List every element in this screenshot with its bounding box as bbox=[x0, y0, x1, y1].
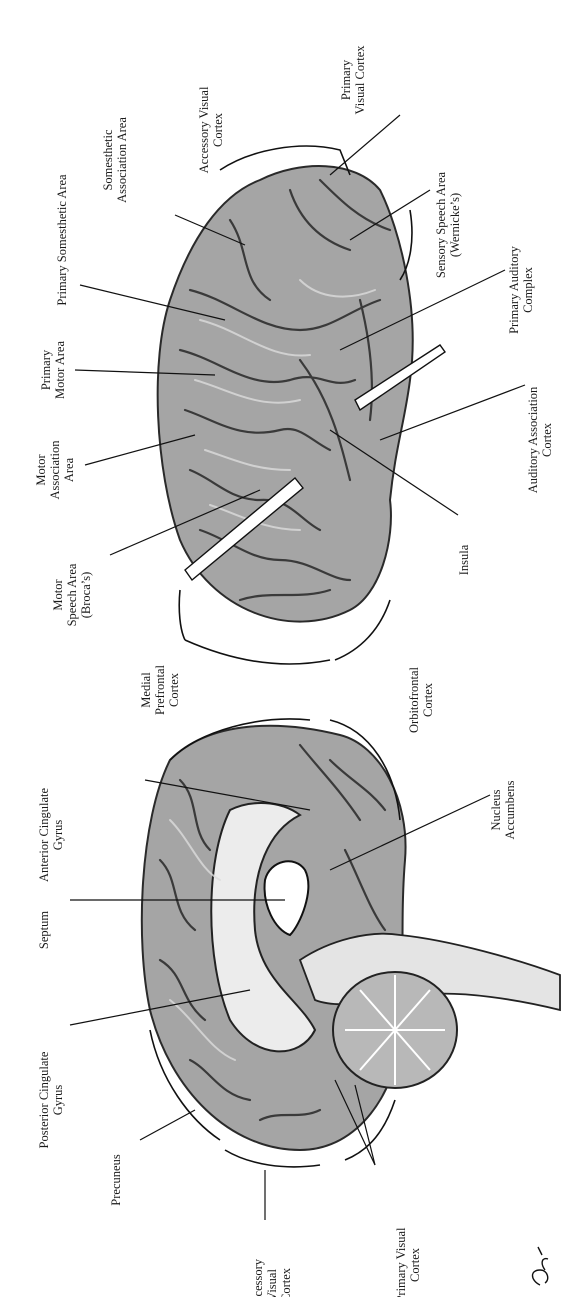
label-medial-prefrontal-cortex: MedialPrefrontalCortex bbox=[139, 664, 181, 715]
label-auditory-association-cortex: Auditory AssociationCortex bbox=[526, 386, 554, 493]
label-insula: Insula bbox=[457, 544, 471, 575]
lateral-brain-view bbox=[158, 166, 445, 622]
label-primary-visual-cortex: PrimaryVisual Cortex bbox=[339, 45, 367, 115]
cerebellum bbox=[333, 972, 457, 1088]
label-primary-visual-cortex-bottom: Primary VisualCortex bbox=[394, 1227, 422, 1297]
label-motor-speech-area: MotorSpeech Area(Broca’s) bbox=[51, 563, 93, 626]
medial-brain-view bbox=[142, 726, 560, 1150]
label-accessory-visual-cortex-top: Accessory VisualCortex bbox=[197, 86, 225, 173]
label-primary-motor-area: PrimaryMotor Area bbox=[39, 341, 67, 399]
label-nucleus-accumbens: NucleusAccumbens bbox=[489, 780, 517, 839]
label-anterior-cingulate-gyrus: Anterior CingulateGyrus bbox=[37, 788, 65, 883]
label-precuneus: Precuneus bbox=[109, 1154, 123, 1206]
artist-signature bbox=[533, 1247, 549, 1285]
label-somesthetic-association-area: SomestheticAssociation Area bbox=[101, 117, 129, 203]
label-motor-association-area: MotorAssociationArea bbox=[34, 440, 76, 500]
label-posterior-cingulate-gyrus: Posterior CingulateGyrus bbox=[37, 1051, 65, 1148]
label-primary-somesthetic-area: Primary Somesthetic Area bbox=[55, 174, 69, 306]
label-accessory-visual-cortex-bottom: AccessoryVisualCortex bbox=[251, 1258, 293, 1297]
label-sensory-speech-area: Sensory Speech Area(Wernicke’s) bbox=[434, 171, 462, 278]
label-orbitofrontal-cortex: OrbitofrontalCortex bbox=[407, 667, 435, 733]
label-septum: Septum bbox=[37, 911, 51, 949]
label-primary-auditory-complex: Primary AuditoryComplex bbox=[507, 245, 535, 334]
